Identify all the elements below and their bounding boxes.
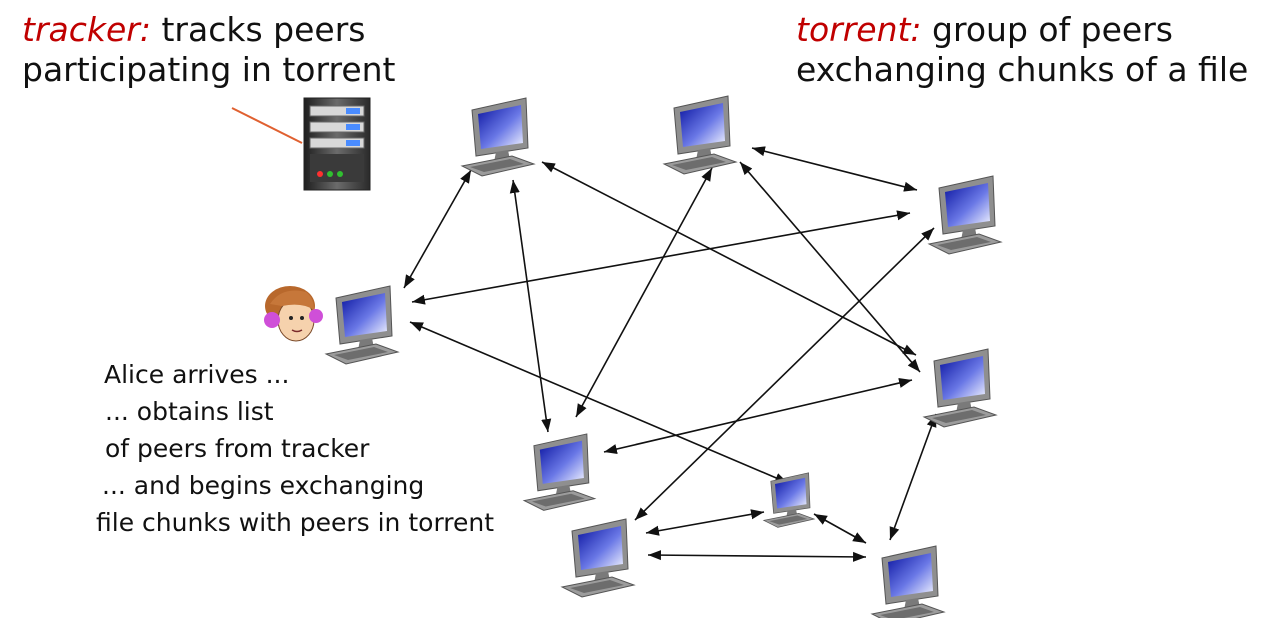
alice-note-line: file chunks with peers in torrent: [96, 508, 495, 537]
link-top-mid-right-top: [751, 146, 918, 192]
peer-computer-icon: [561, 518, 635, 598]
alice-avatar-icon: [264, 286, 323, 342]
torrent-desc-line1: group of peers: [932, 10, 1173, 49]
link-top-left-alice: [403, 169, 472, 289]
tracker-pointer-line: [231, 107, 303, 144]
link-bottom-mid-right-mid: [603, 378, 913, 454]
peer-links: [403, 146, 937, 562]
link-small-bottom-right: [813, 513, 867, 544]
alice-note-line: ... obtains list: [105, 397, 274, 426]
tracker-server-icon: [303, 97, 371, 191]
alice-computer-icon: [325, 285, 399, 365]
peer-computer-icon: [928, 175, 1002, 255]
alice-notes: Alice arrives ... ... obtains list of pe…: [96, 356, 494, 541]
peer-computer-icon: [871, 545, 945, 618]
link-right-mid-bottom-right: [889, 413, 937, 541]
peer-computer-icon: [523, 433, 596, 511]
torrent-definition: torrent: group of peers exchanging chunk…: [796, 10, 1248, 90]
link-alice-small-peer: [409, 321, 789, 484]
tracker-definition: tracker: tracks peers participating in t…: [22, 10, 395, 90]
torrent-desc-line2: exchanging chunks of a file: [796, 50, 1249, 89]
alice-note-line: Alice arrives ...: [104, 360, 290, 389]
tracker-desc-line1: tracks peers: [161, 10, 366, 49]
tracker-term: tracker:: [22, 10, 151, 49]
link-right-top-bottom-left: [634, 227, 935, 521]
link-bottom-left-small: [645, 509, 765, 536]
tracker-desc-line2: participating in torrent: [22, 50, 396, 89]
peer-computer-icon: [663, 95, 737, 175]
alice-note-line: of peers from tracker: [105, 434, 370, 463]
link-top-mid-bottom-mid: [575, 167, 713, 418]
peer-computer-icon: [461, 97, 535, 177]
link-top-left-right-mid: [541, 161, 917, 356]
peer-computer-icon: [763, 472, 815, 528]
link-bottom-left-bottom-right: [647, 550, 867, 562]
link-alice-right-top: [411, 210, 911, 305]
link-top-left-bottom-mid: [509, 179, 552, 433]
peer-computer-icon: [923, 348, 997, 428]
torrent-term: torrent:: [796, 10, 922, 49]
alice-note-line: ... and begins exchanging: [102, 471, 425, 500]
